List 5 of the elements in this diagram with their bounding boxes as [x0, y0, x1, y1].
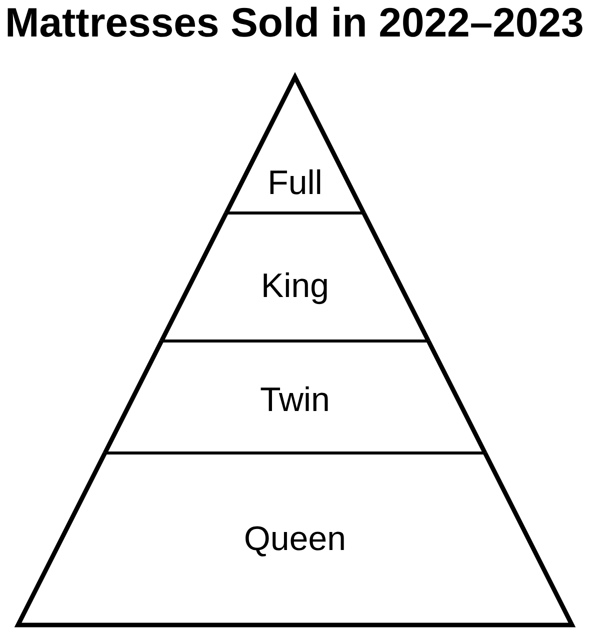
- title: Mattresses Sold in 2022–2023: [8, 6, 582, 37]
- pyramid-band: Full: [224, 72, 366, 214]
- pyramid-band: Queen: [14, 452, 576, 628]
- pyramid-band: Twin: [102, 338, 488, 456]
- pyramid-band: King: [159, 210, 431, 344]
